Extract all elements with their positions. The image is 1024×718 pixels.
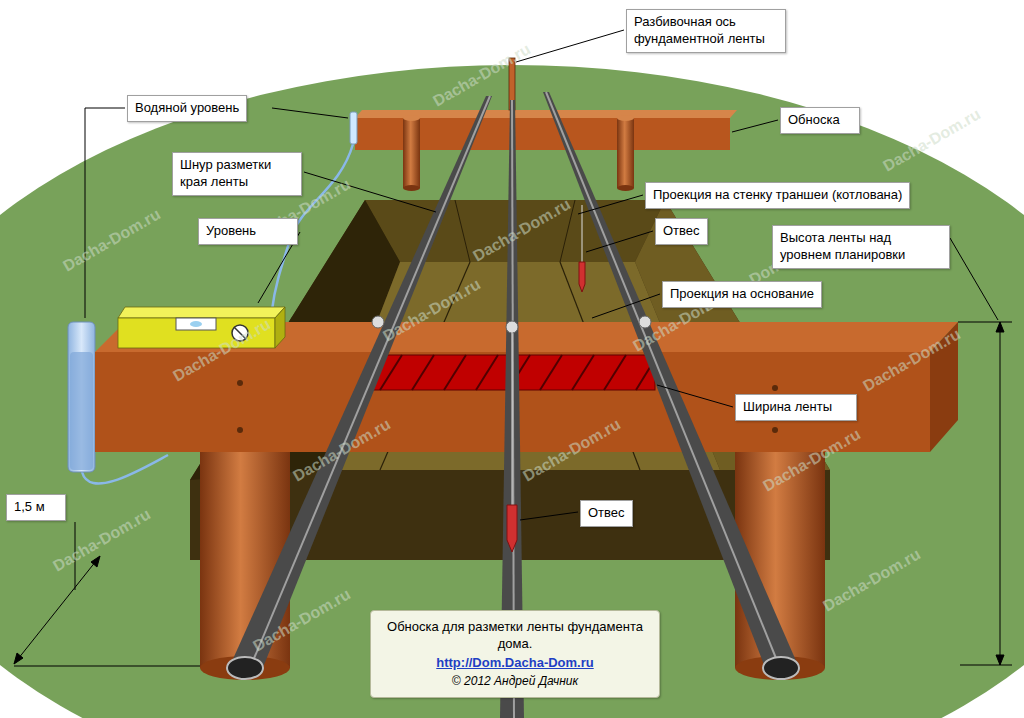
callout-box: Обноска (780, 107, 860, 134)
callout-text: Обноска (788, 112, 852, 129)
leader-lines (75, 30, 998, 590)
callout-text: Отвес (588, 505, 625, 522)
callout-box: Уровень (198, 218, 298, 245)
callout-box: Отвес (580, 500, 633, 527)
callout-box: Разбивочная ось фундаментной ленты (626, 9, 786, 53)
callout-text: Ширина ленты (743, 399, 849, 416)
callout-box: Отвес (655, 218, 708, 245)
callout-text: Обноска для разметки ленты фундамента до… (381, 619, 649, 653)
ground (0, 65, 1024, 718)
callout-box: Высота ленты над уровнем планировки (772, 225, 950, 269)
callout-text: Уровень (206, 223, 290, 240)
callout-box: Шнур разметки края ленты (172, 152, 302, 196)
callout-text: Отвес (663, 223, 700, 240)
callout-text: Разбивочная ось фундаментной ленты (634, 14, 778, 48)
callout-text: Проекция на стенку траншеи (котлована) (653, 187, 902, 204)
callout-box: Проекция на стенку траншеи (котлована) (645, 182, 910, 209)
far-batter-board (355, 58, 737, 191)
caption-scroll: Обноска для разметки ленты фундамента до… (370, 610, 660, 698)
plumb-bobs (507, 205, 585, 552)
callout-text: Шнур разметки края ленты (180, 157, 294, 191)
callout-box: Проекция на основание (662, 281, 822, 308)
callout-box: Водяной уровень (127, 95, 247, 122)
callout-text: http://Dom.Dacha-Dom.ru (381, 655, 649, 672)
callout-text: Высота ленты над уровнем планировки (780, 230, 942, 264)
callout-text: Проекция на основание (670, 286, 814, 303)
callout-text: © 2012 Андрей Дачник (381, 674, 649, 690)
callout-box: Ширина ленты (735, 394, 857, 421)
callout-text: Водяной уровень (135, 100, 239, 117)
callout-text: 1,5 м (14, 499, 58, 516)
callout-box: 1,5 м (6, 494, 66, 521)
